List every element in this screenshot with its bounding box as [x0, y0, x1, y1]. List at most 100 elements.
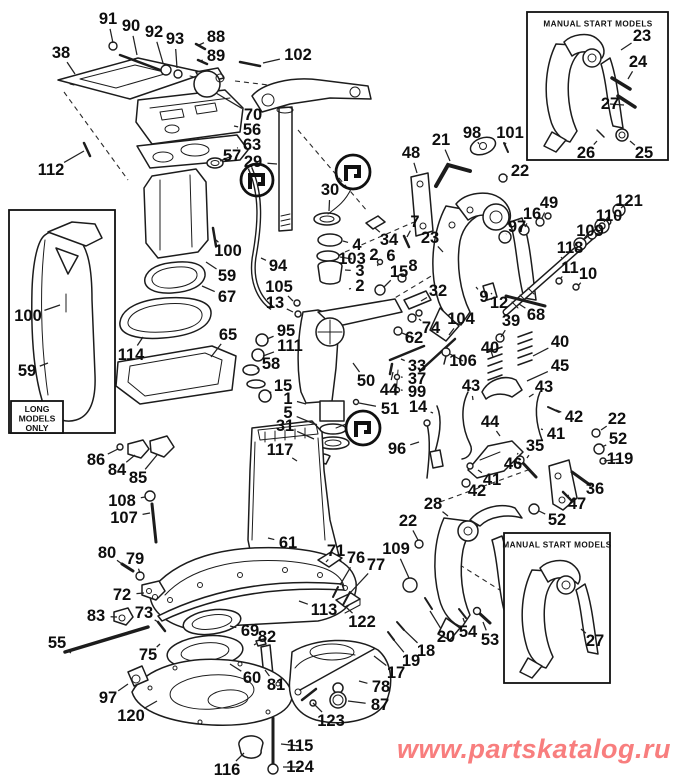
leader-line-96 [410, 441, 420, 446]
hardware-rod [63, 625, 150, 654]
leader-line-44 [495, 430, 501, 437]
leader-line-112 [63, 150, 85, 164]
part-number-label-17: 17 [387, 664, 405, 682]
leader-line-13 [286, 308, 294, 313]
part-number-label-118: 118 [557, 239, 584, 257]
long-models-line-3: ONLY [25, 423, 48, 433]
leader-line-110 [603, 215, 610, 223]
manual-bracket-right-arm [600, 57, 624, 129]
leader-line-100 [44, 304, 61, 311]
part-number-label-102: 102 [284, 46, 312, 64]
part-number-label-72: 72 [113, 586, 131, 604]
plate-85 [149, 435, 175, 458]
leader-line-22 [505, 175, 508, 178]
part-number-label-6: 6 [386, 247, 395, 265]
part-number-label-99: 99 [408, 383, 426, 401]
leader-line-82 [253, 643, 257, 646]
part-number-label-61: 61 [279, 534, 297, 552]
leader-line-76 [339, 566, 352, 586]
part-number-label-63: 63 [243, 136, 261, 154]
leader-line-1 [296, 400, 307, 405]
hardware-rod [120, 562, 135, 573]
part-number-label-107: 107 [110, 509, 138, 527]
leader-line-72 [136, 592, 145, 595]
part-number-label-33: 33 [408, 357, 426, 375]
leader-line-9 [475, 286, 479, 290]
part-number-label-101: 101 [496, 124, 524, 142]
part-number-label-49: 49 [540, 194, 558, 212]
part-number-label-113: 113 [311, 601, 338, 619]
hardware-fastener [267, 763, 279, 775]
leader-line-43 [528, 393, 534, 398]
hardware-fastener [461, 478, 471, 488]
leader-line-10 [577, 282, 582, 287]
hardware-rod [520, 460, 538, 479]
assembly-note-icon [239, 162, 275, 198]
hardware-rod [458, 608, 467, 619]
hardware-fastener [472, 606, 482, 616]
leader-line-108 [140, 496, 146, 499]
part-number-label-14: 14 [409, 398, 428, 416]
hardware-rod [211, 226, 218, 248]
part-number-label-21: 21 [432, 131, 450, 149]
leader-line-45 [526, 370, 549, 382]
stern-bracket-boss [482, 203, 510, 231]
hardware-fastener [515, 455, 525, 465]
part-number-label-55: 55 [48, 634, 66, 652]
mount-116 [238, 735, 264, 759]
leader-line-87 [347, 700, 366, 704]
hardware-rod [443, 355, 447, 365]
part-number-label-68: 68 [527, 306, 545, 324]
leader-line-46 [516, 452, 519, 455]
part-number-label-16: 16 [523, 205, 541, 223]
leader-line-33 [400, 358, 405, 362]
wire-14-tab [429, 449, 444, 469]
hardware-rod [194, 42, 207, 51]
hardware-fastener [498, 173, 508, 183]
part-number-label-35: 35 [526, 437, 544, 455]
leader-line-79 [137, 568, 141, 574]
part-number-label-22: 22 [399, 512, 417, 530]
leader-line-29 [267, 162, 278, 165]
manual-start-bottom-box [503, 532, 611, 684]
clip-82 [255, 638, 267, 647]
assembly-note-icon [334, 153, 372, 191]
part-number-label-19: 19 [402, 652, 420, 670]
leader-line-38 [66, 61, 76, 75]
cam-plate-45 [481, 376, 523, 400]
part-number-label-94: 94 [269, 257, 288, 275]
leader-line-27 [580, 628, 587, 634]
part-number-label-22: 22 [608, 410, 626, 428]
part-number-label-36: 36 [586, 480, 604, 498]
part-number-label-81: 81 [267, 676, 285, 694]
leader-line-42 [555, 409, 562, 413]
part-number-label-75: 75 [139, 646, 157, 664]
washer-111 [246, 379, 266, 389]
hardware-fastener [397, 273, 407, 283]
clamp-87 [329, 691, 347, 709]
part-number-label-34: 34 [380, 231, 399, 249]
hardware-fastener [374, 284, 386, 296]
bushing-3 [317, 260, 343, 285]
hardware-fastener [415, 309, 423, 317]
clevis-83 [113, 607, 134, 626]
hardware-fastener [518, 224, 530, 236]
watermark-text: www.partskatalog.ru [397, 734, 671, 764]
leader-line-43 [471, 395, 474, 401]
leader-line-57 [219, 155, 233, 162]
hardware-rod [156, 620, 167, 633]
leader-line-51 [358, 402, 377, 407]
leader-line-123 [312, 702, 323, 713]
hardware-fastener [376, 258, 384, 266]
hardware-fastener [407, 313, 417, 323]
leader-line-47 [567, 494, 570, 497]
part-number-label-86: 86 [87, 451, 105, 469]
leader-line-102 [262, 58, 281, 64]
washer-30 [313, 212, 341, 226]
wire-14 [434, 405, 441, 453]
part-number-label-27: 27 [601, 95, 619, 113]
leader-line-77 [349, 573, 369, 594]
leader-line-40 [532, 347, 549, 357]
hardware-fastener [293, 299, 301, 307]
hardware-rod [424, 597, 433, 610]
